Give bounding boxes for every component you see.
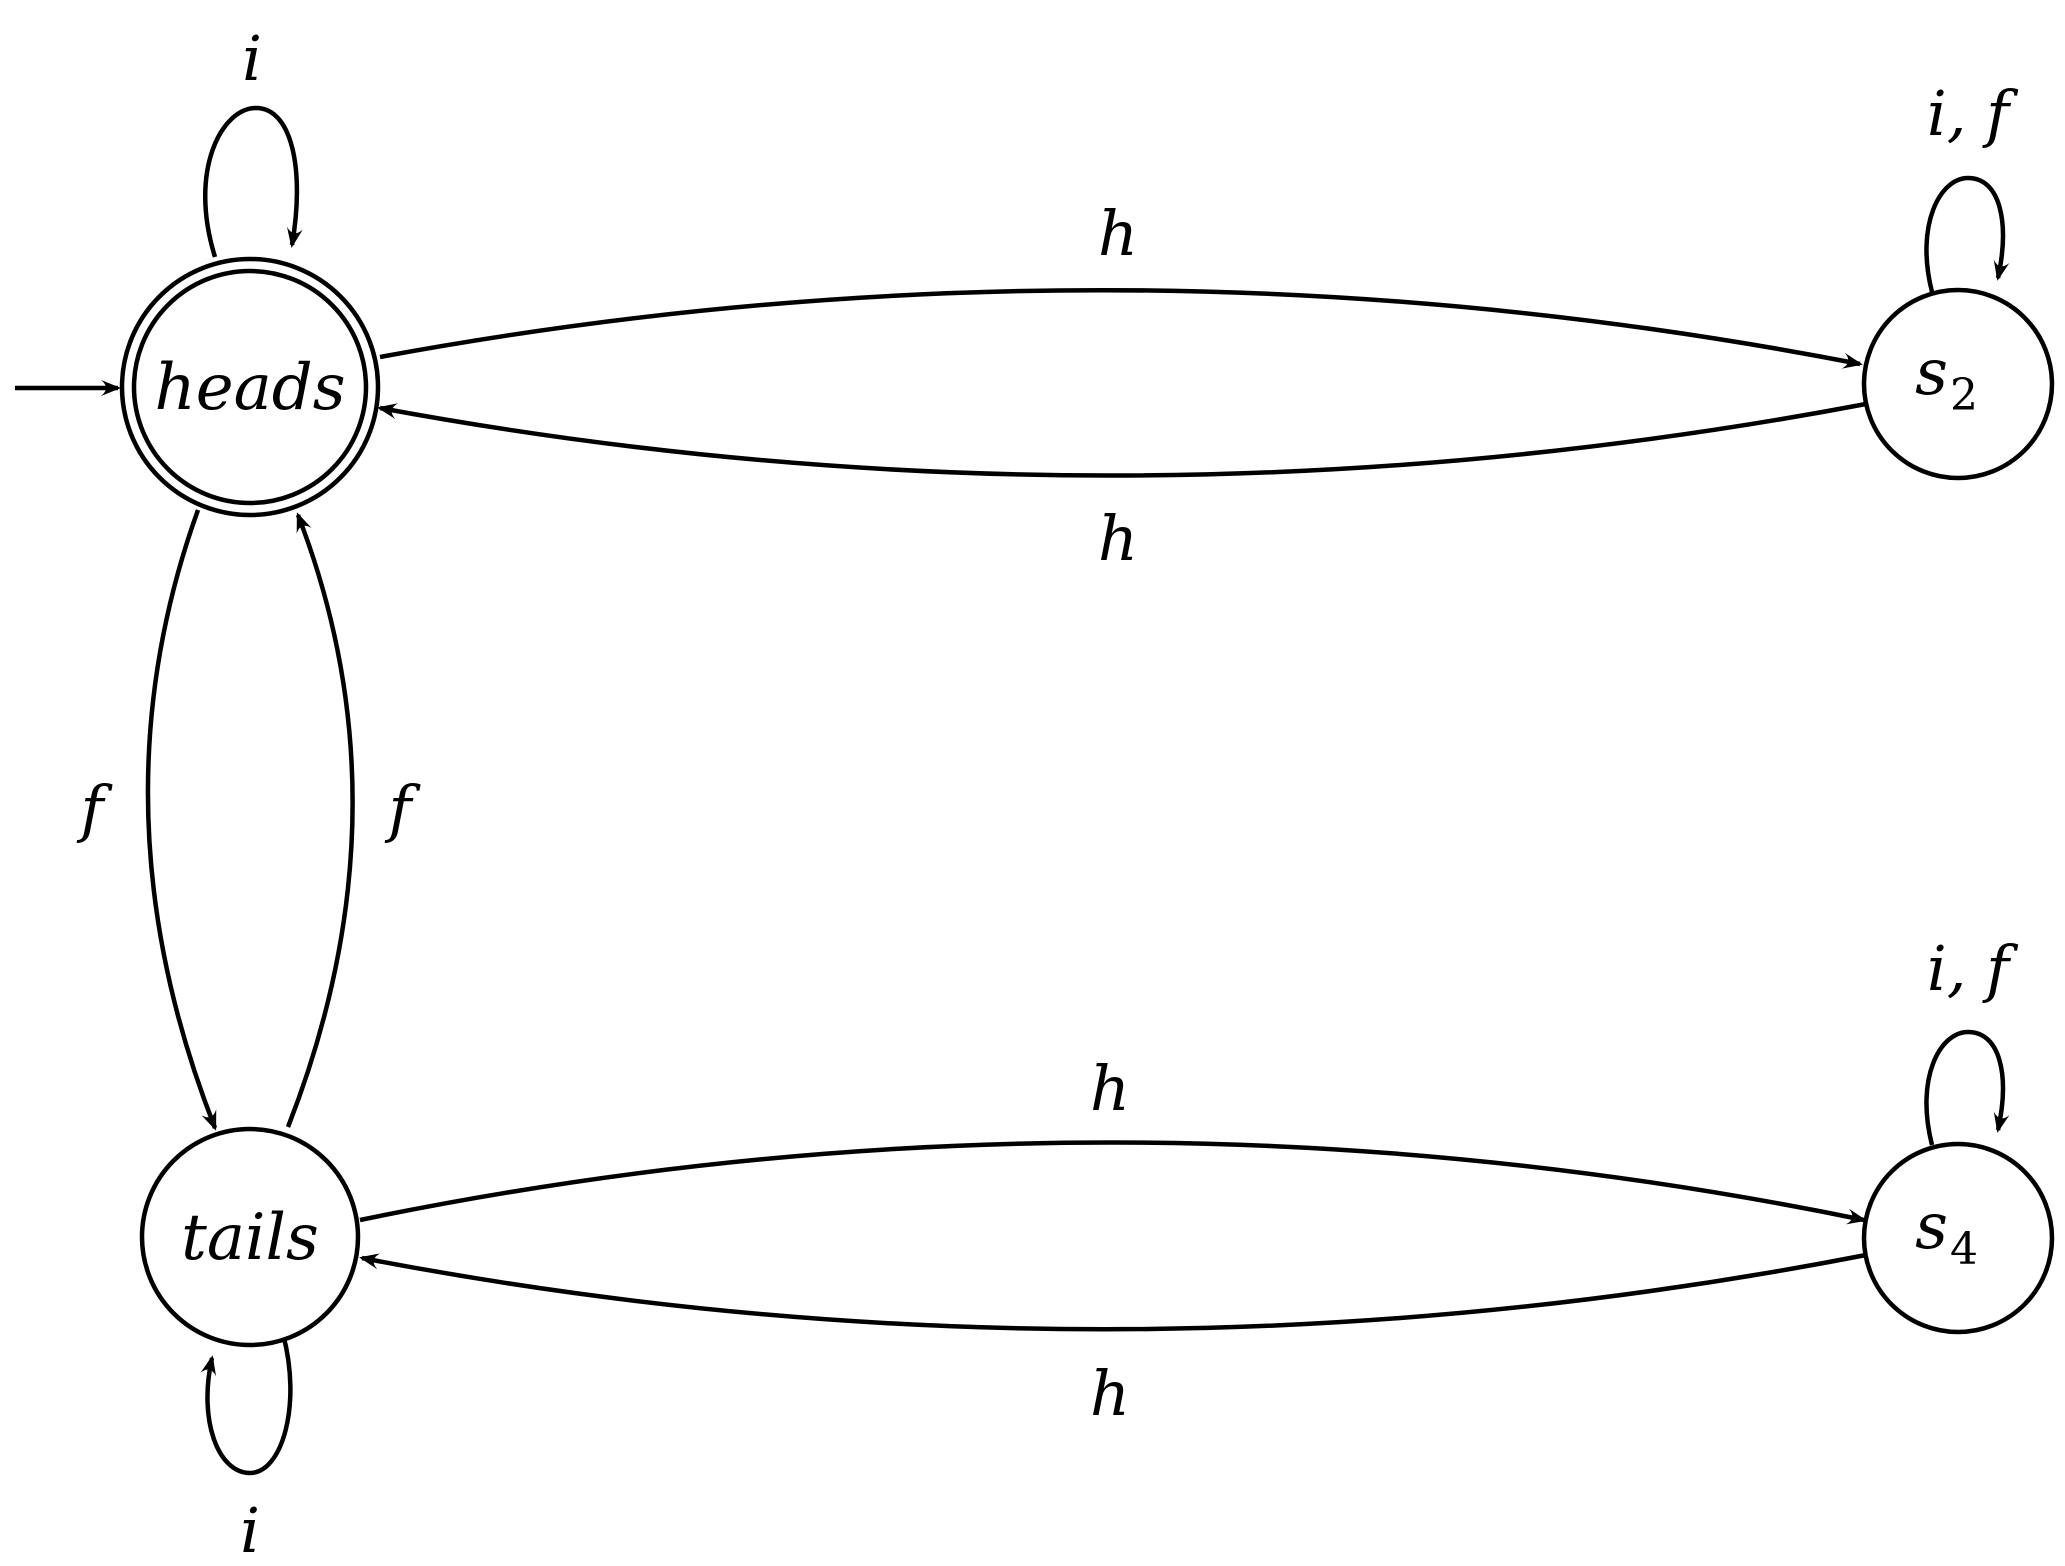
edge-label-heads-s2: h xyxy=(1098,197,1138,270)
state-s4-subscript: 4 xyxy=(1950,1224,1978,1275)
edge-label-tails-self: i xyxy=(240,1494,260,1566)
loop-tails xyxy=(200,1333,293,1476)
state-s2-subscript: 2 xyxy=(1950,370,1978,421)
edge-heads-tails xyxy=(145,509,218,1131)
loop-s2 xyxy=(1924,175,2010,293)
state-tails[interactable]: tails xyxy=(139,1126,361,1348)
edge-label-tails-heads: f xyxy=(385,772,422,845)
state-s2-label: s xyxy=(1915,336,1948,410)
edge-s4-tails xyxy=(359,1252,1867,1332)
edge-label-heads-tails: f xyxy=(77,772,114,845)
edge-heads-s2 xyxy=(379,287,1863,369)
state-heads[interactable]: heads xyxy=(119,256,381,518)
edge-label-s2-self: i, f xyxy=(1927,77,2019,150)
state-tails-label: tails xyxy=(181,1201,319,1275)
loop-heads xyxy=(203,105,303,258)
edge-label-s4-tails: h xyxy=(1090,1357,1130,1430)
edge-label-s4-self: i, f xyxy=(1927,932,2019,1005)
edge-s2-heads xyxy=(377,401,1867,478)
edge-label-tails-s4: h xyxy=(1090,1052,1130,1125)
loop-s4 xyxy=(1924,1029,2010,1146)
state-s4[interactable]: s 4 xyxy=(1861,1141,2055,1335)
edge-tails-s4 xyxy=(359,1140,1867,1225)
state-s2[interactable]: s 2 xyxy=(1861,287,2055,481)
edge-tails-heads xyxy=(285,512,355,1128)
edge-label-heads-self: i xyxy=(242,22,262,95)
state-heads-label: heads xyxy=(154,351,345,425)
edge-label-s2-heads: h xyxy=(1098,502,1138,575)
state-s4-label: s xyxy=(1915,1190,1948,1264)
